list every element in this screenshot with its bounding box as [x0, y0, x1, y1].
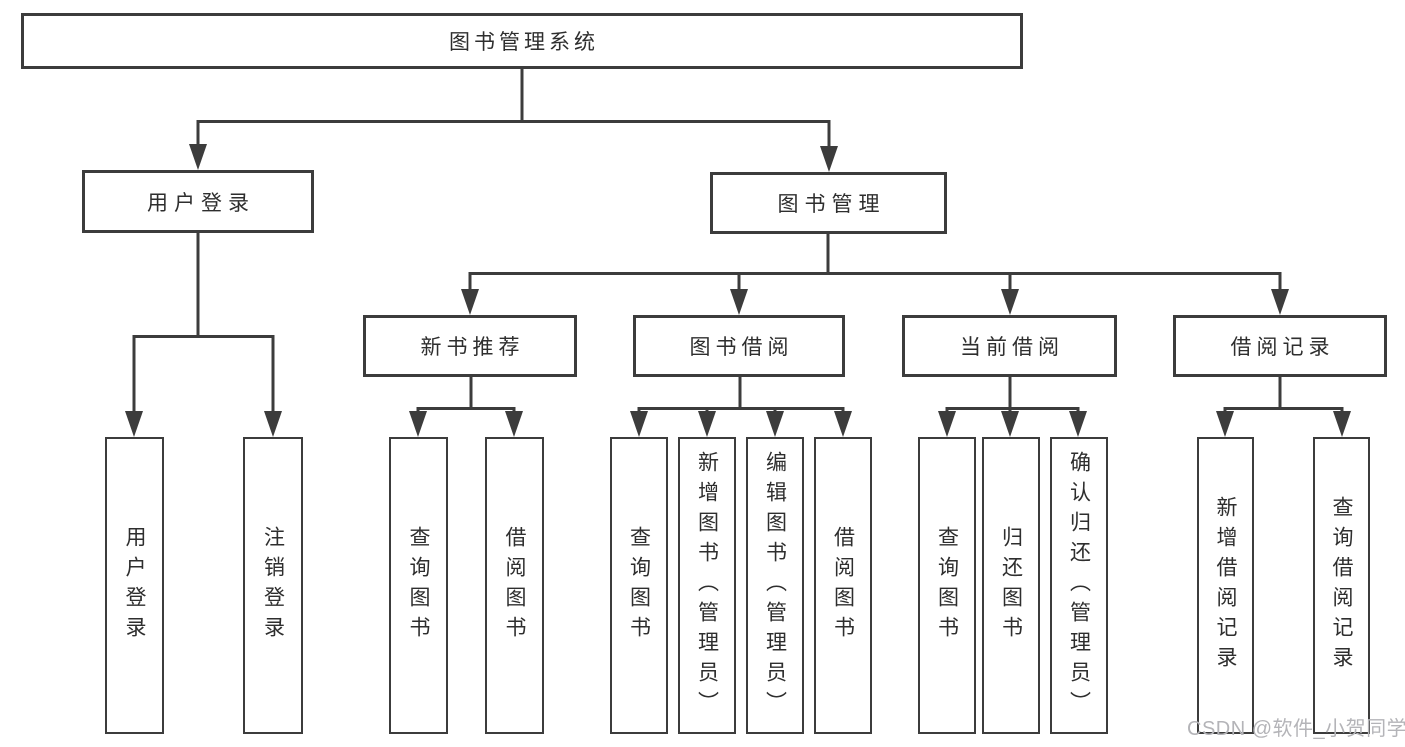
- leaf-add-borrow-record: 新增借阅记录: [1197, 437, 1254, 734]
- node-label: 用户登录: [123, 525, 146, 646]
- node-new-book-recommendation: 新书推荐: [363, 315, 577, 377]
- leaf-return-books: 归还图书: [982, 437, 1040, 734]
- watermark-text: CSDN @软件_小贺同学: [1187, 718, 1405, 740]
- leaf-query-books-current: 查询图书: [918, 437, 976, 734]
- node-label: 查询图书: [627, 525, 651, 646]
- node-label: 图书借阅: [689, 336, 794, 359]
- leaf-add-books-admin: 新增图书（管理员）: [678, 437, 736, 734]
- node-label: 确认归还（管理员）: [1067, 450, 1091, 721]
- leaf-query-books-recommend: 查询图书: [389, 437, 448, 734]
- leaf-borrow-books-recommend: 借阅图书: [485, 437, 544, 734]
- node-label: 新书推荐: [420, 336, 525, 359]
- node-label: 注销登录: [261, 525, 285, 646]
- node-label: 查询借阅记录: [1330, 495, 1353, 676]
- node-label: 归还图书: [999, 525, 1023, 646]
- node-label: 新增图书（管理员）: [695, 450, 719, 721]
- node-user-login: 用户登录: [82, 170, 314, 233]
- leaf-logout-login: 注销登录: [243, 437, 303, 734]
- node-label: 新增借阅记录: [1214, 495, 1237, 676]
- leaf-user-login: 用户登录: [105, 437, 164, 734]
- leaf-query-borrow-record: 查询借阅记录: [1313, 437, 1370, 734]
- leaf-borrow-books-borrowing: 借阅图书: [814, 437, 872, 734]
- node-borrowing-records: 借阅记录: [1173, 315, 1387, 377]
- node-library-management-system: 图书管理系统: [21, 13, 1023, 69]
- node-label: 借阅图书: [831, 525, 855, 646]
- node-label: 当前借阅: [960, 336, 1064, 359]
- node-label: 编辑图书（管理员）: [763, 450, 787, 721]
- leaf-query-books-borrowing: 查询图书: [610, 437, 668, 734]
- node-label: 借阅记录: [1230, 336, 1335, 359]
- node-label: 查询图书: [407, 525, 430, 646]
- node-label: 图书管理系统: [449, 31, 599, 54]
- node-current-borrowing: 当前借阅: [902, 315, 1117, 377]
- node-label: 借阅图书: [503, 525, 526, 646]
- node-book-management: 图书管理: [710, 172, 947, 234]
- node-label: 查询图书: [935, 525, 959, 646]
- node-label: 图书管理: [777, 193, 886, 216]
- leaf-edit-books-admin: 编辑图书（管理员）: [746, 437, 804, 734]
- node-label: 用户登录: [147, 191, 255, 215]
- node-book-borrowing: 图书借阅: [633, 315, 845, 377]
- leaf-confirm-return-admin: 确认归还（管理员）: [1050, 437, 1108, 734]
